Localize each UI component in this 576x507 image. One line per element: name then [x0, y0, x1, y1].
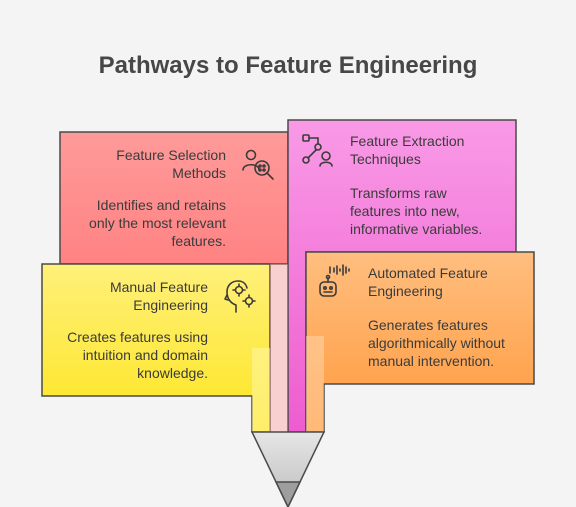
robot-sound-icon [319, 264, 350, 297]
manual-description: Creates features using intuition and dom… [46, 328, 208, 382]
extraction-title-line2: Techniques [350, 151, 421, 167]
automated-title: Automated Feature Engineering [368, 264, 528, 300]
people-search-icon [242, 149, 274, 180]
manual-desc-line1: Creates features using [67, 329, 208, 345]
selection-title-line1: Feature Selection [116, 147, 226, 163]
pencil-tip [250, 431, 326, 507]
extraction-title-line1: Feature Extraction [350, 133, 465, 149]
extraction-desc-line1: Transforms raw [350, 185, 447, 201]
extraction-description: Transforms raw features into new, inform… [350, 184, 510, 238]
selection-title-line2: Methods [172, 165, 226, 181]
extraction-desc-line2: features into new, [350, 203, 460, 219]
extraction-title: Feature Extraction Techniques [350, 132, 510, 168]
page-title: Pathways to Feature Engineering [98, 52, 478, 79]
manual-stem-highlight [252, 348, 270, 432]
automated-desc-line2: algorithmically without [368, 335, 505, 351]
selection-title: Feature Selection Methods [70, 146, 226, 182]
pencil-tip-lead [274, 481, 302, 507]
manual-desc-line2: intuition and domain [82, 347, 208, 363]
manual-title: Manual Feature Engineering [52, 278, 208, 314]
automated-desc-line3: manual intervention. [368, 353, 495, 369]
automated-title-line2: Engineering [368, 283, 443, 299]
manual-desc-line3: knowledge. [137, 365, 208, 381]
automated-desc-line1: Generates features [368, 317, 488, 333]
automated-title-line1: Automated Feature [368, 265, 488, 281]
extraction-flow-icon [302, 134, 333, 167]
head-gears-icon [224, 280, 256, 313]
automated-description: Generates features algorithmically witho… [368, 316, 530, 370]
selection-description: Identifies and retains only the most rel… [64, 196, 226, 250]
manual-title-line2: Engineering [133, 297, 208, 313]
selection-desc-line2: only the most relevant [89, 215, 226, 231]
manual-title-line1: Manual Feature [109, 279, 208, 295]
selection-desc-line3: features. [171, 233, 226, 249]
automated-stem-highlight [306, 336, 324, 432]
selection-desc-line1: Identifies and retains [96, 197, 226, 213]
selection-stem-highlight [270, 264, 288, 432]
extraction-desc-line3: informative variables. [350, 221, 483, 237]
